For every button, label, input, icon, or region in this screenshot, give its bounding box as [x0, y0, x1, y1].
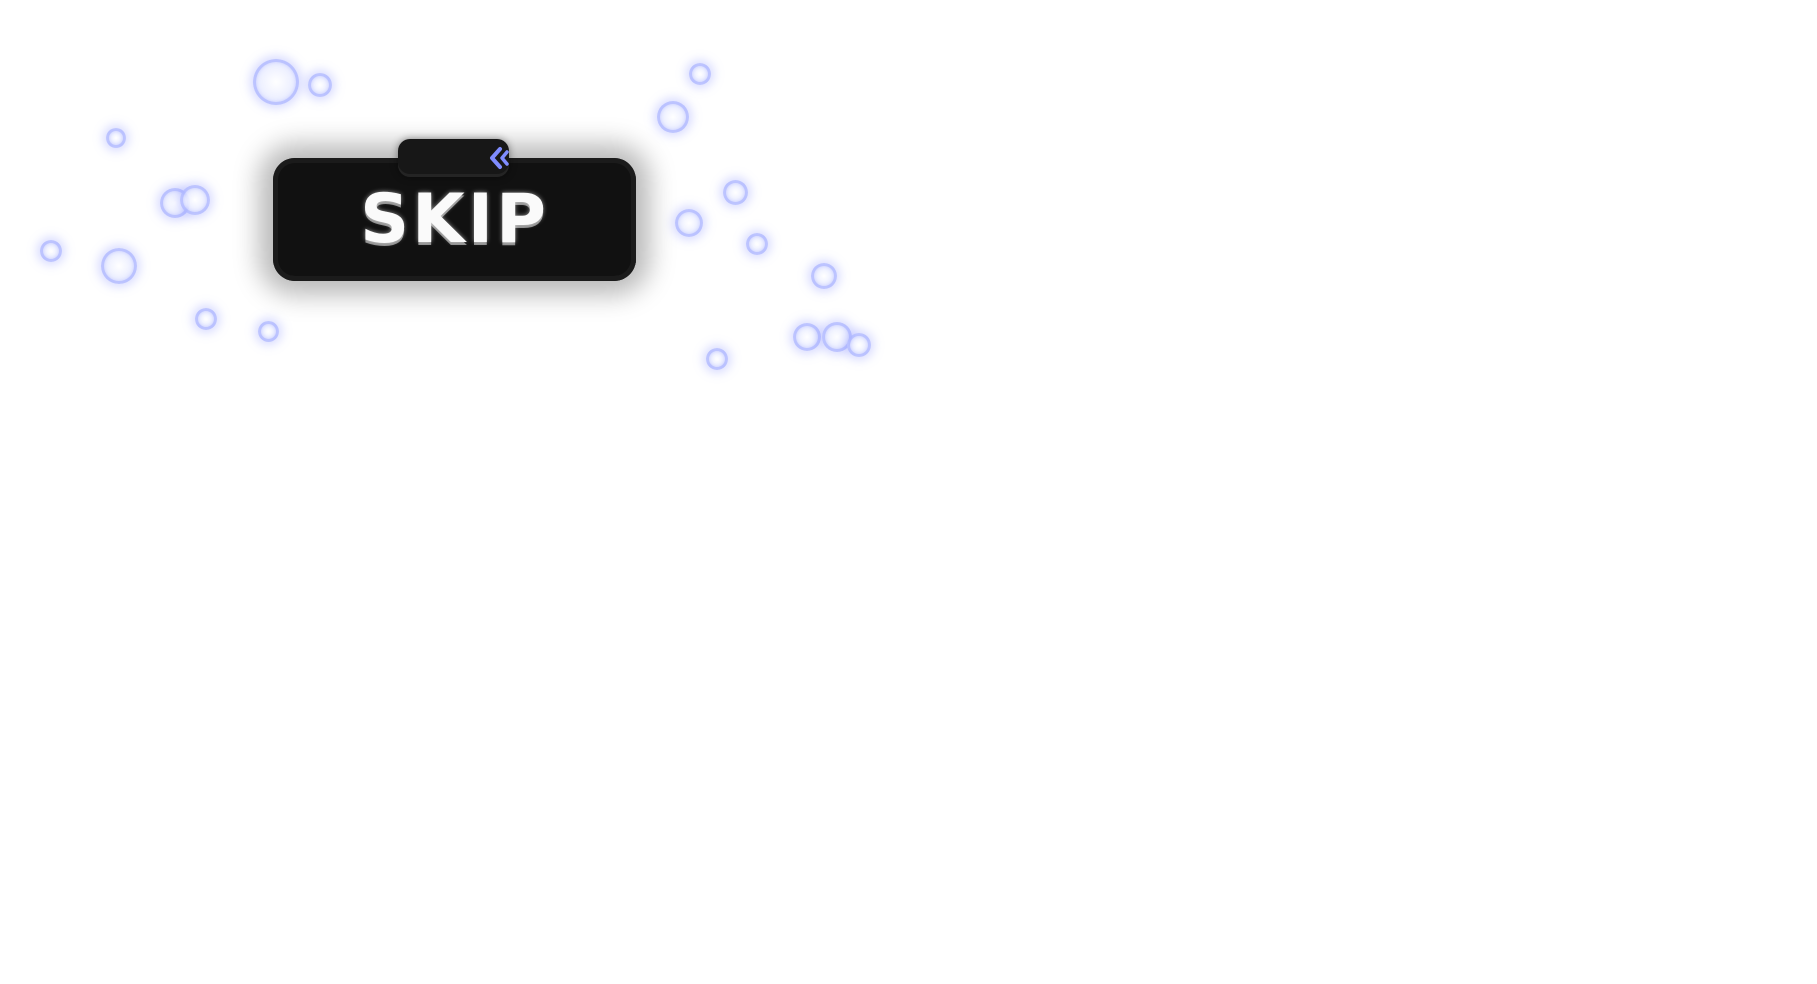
bubble — [106, 128, 126, 148]
bubble — [811, 263, 837, 289]
bubble — [746, 233, 768, 255]
bubble — [793, 323, 821, 351]
bubble — [847, 333, 871, 357]
bubble — [180, 185, 210, 215]
bubble — [253, 59, 299, 105]
bubble — [723, 180, 748, 205]
bubble — [675, 209, 703, 237]
bubble — [258, 321, 279, 342]
bubble — [195, 308, 217, 330]
bubble — [40, 240, 62, 262]
bubble — [308, 73, 332, 97]
bubble — [657, 101, 689, 133]
bubble — [706, 348, 728, 370]
bubble — [101, 248, 137, 284]
skip-button[interactable]: SKIP — [273, 158, 636, 281]
bubble — [689, 63, 711, 85]
skip-button-label: SKIP — [360, 180, 549, 259]
chevron-left-icon[interactable] — [488, 146, 510, 170]
